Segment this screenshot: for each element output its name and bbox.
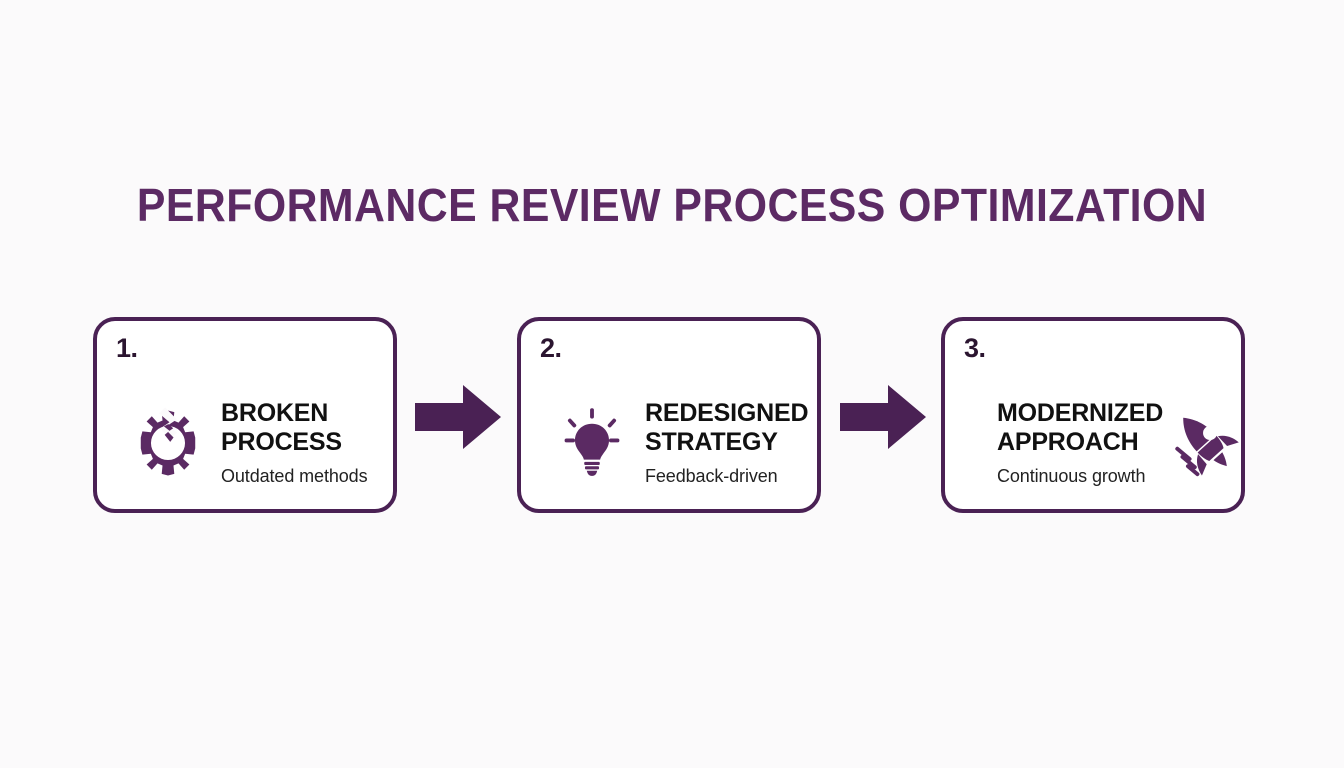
step-title-line2: PROCESS xyxy=(221,428,342,456)
step-subtitle: Continuous growth xyxy=(997,466,1146,487)
step-subtitle: Feedback-driven xyxy=(645,466,778,487)
step-card-text: BROKEN PROCESS Outdated methods xyxy=(221,399,368,488)
step-subtitle: Outdated methods xyxy=(221,466,368,487)
step-number: 2. xyxy=(540,333,562,363)
step-card-2[interactable]: 2. REDESIGNED STRATEGY xyxy=(517,317,821,513)
step-title-line1: MODERNIZED xyxy=(997,398,1164,427)
step-title: MODERNIZED APPROACH xyxy=(997,399,1163,458)
step-title: REDESIGNED STRATEGY xyxy=(645,398,809,458)
rocket-icon xyxy=(1175,417,1239,477)
lightbulb-icon xyxy=(564,408,620,476)
step-card-3[interactable]: 3. MODERNIZED APPROACH Continuous growth xyxy=(941,317,1245,513)
step-card-1[interactable]: 1. BROKEN PROCESS Outdated methods xyxy=(93,317,397,513)
step-number: 1. xyxy=(116,333,138,363)
step-card-text: MODERNIZED APPROACH Continuous growth xyxy=(997,399,1163,488)
arrow-right-icon xyxy=(415,385,501,449)
step-card-body: BROKEN PROCESS Outdated methods xyxy=(97,369,427,517)
process-flow-row: 1. BROKEN PROCESS Outdated methods 2. xyxy=(93,317,1245,513)
step-card-text: REDESIGNED STRATEGY Feedback-driven xyxy=(645,398,809,488)
step-title-line1: BROKEN xyxy=(221,398,329,427)
step-title: BROKEN PROCESS xyxy=(221,399,368,458)
page-title: PERFORMANCE REVIEW PROCESS OPTIMIZATION xyxy=(136,179,1208,231)
step-card-body: REDESIGNED STRATEGY Feedback-driven xyxy=(521,369,851,517)
arrow-right-icon xyxy=(840,385,926,449)
step-title-line1: REDESIGNED xyxy=(645,398,809,427)
broken-gear-icon xyxy=(140,407,196,476)
step-card-body: MODERNIZED APPROACH Continuous growth xyxy=(945,369,1293,517)
step-title-line2: STRATEGY xyxy=(645,428,778,456)
step-number: 3. xyxy=(964,333,986,363)
step-title-line2: APPROACH xyxy=(997,428,1139,456)
